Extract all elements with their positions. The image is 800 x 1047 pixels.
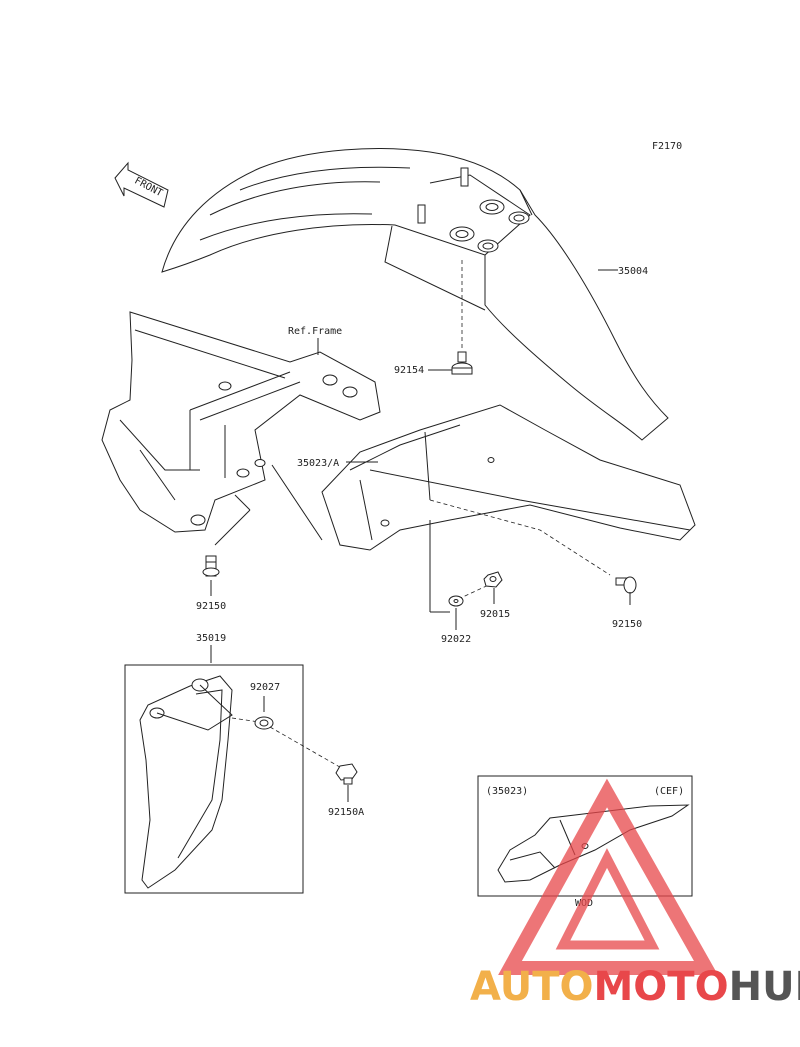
label-35004: 35004 xyxy=(618,266,648,277)
bolt-92150a xyxy=(335,763,358,785)
front-arrow-icon: FRONT xyxy=(114,161,169,208)
watermark-logo xyxy=(498,778,719,975)
screw-92154 xyxy=(451,351,473,375)
label-35019: 35019 xyxy=(196,633,226,644)
inset-part-label: (35023) xyxy=(486,786,528,797)
frame-reference xyxy=(101,311,381,533)
side-guard-35019 xyxy=(139,675,233,889)
watermark-moto: MOTO xyxy=(594,964,729,1010)
label-35023a: 35023/A xyxy=(297,458,339,469)
label-92150-right: 92150 xyxy=(612,619,642,630)
front-fender xyxy=(161,148,669,441)
box-35019 xyxy=(124,664,304,894)
label-92015: 92015 xyxy=(480,609,510,620)
label-92027: 92027 xyxy=(250,682,280,693)
watermark-text: AUTOMOTOHUB xyxy=(470,964,800,1010)
label-92150a: 92150A xyxy=(328,807,364,818)
inset-region-label: (CEF) xyxy=(654,786,684,797)
rear-fender-35023a xyxy=(321,404,696,576)
bolt-92150-left xyxy=(202,555,220,577)
watermark-auto: AUTO xyxy=(470,964,594,1010)
label-92154: 92154 xyxy=(394,365,424,376)
label-ref-frame: Ref.Frame xyxy=(288,326,342,337)
figure-code: F2170 xyxy=(652,141,682,152)
label-92022: 92022 xyxy=(441,634,471,645)
watermark-hub: HUB xyxy=(729,964,800,1010)
bolt-92150-right xyxy=(615,576,637,605)
nut-92015 xyxy=(483,571,503,588)
label-92150-left: 92150 xyxy=(196,601,226,612)
